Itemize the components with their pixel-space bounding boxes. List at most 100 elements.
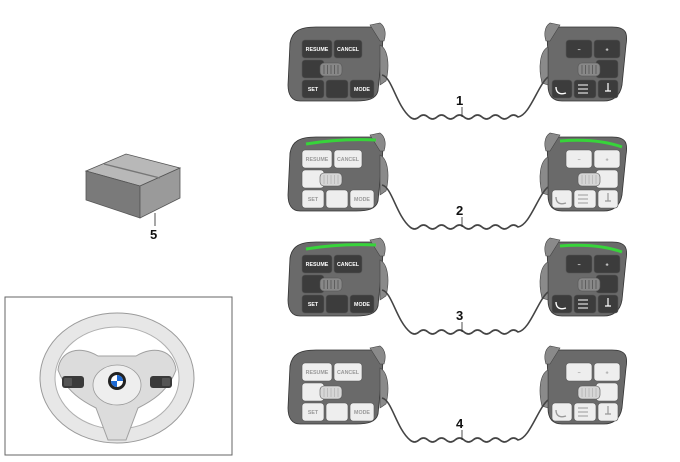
set-button-label: SET <box>308 87 319 93</box>
right-switch-side-clip <box>539 46 549 86</box>
phone-button <box>551 79 573 99</box>
callout-5: 5 <box>150 227 157 242</box>
cancel-button-label: CANCEL <box>337 47 360 53</box>
volume-plus-button-label: + <box>605 158 608 164</box>
volume-minus-button-label: − <box>577 158 580 164</box>
steering-wheel-right-switch <box>150 376 172 388</box>
resume-button-label: RESUME <box>306 262 329 268</box>
set-button <box>301 294 325 314</box>
left-switch-accent-strip <box>305 138 377 146</box>
right-switch-side-clip <box>539 156 549 196</box>
left-switch: RESUME CANCEL SET MODE <box>287 22 389 102</box>
resume-button-label: RESUME <box>306 370 329 376</box>
callout-1: 1 <box>456 93 463 108</box>
phone-icon <box>555 301 567 310</box>
right-switch-accent-strip <box>559 243 623 254</box>
list-icon <box>578 84 588 94</box>
left-switch-side-clip <box>379 259 389 301</box>
left-switch-side-clip <box>379 44 389 86</box>
volume-minus-button-label: − <box>577 263 580 269</box>
voice-icon <box>605 406 611 415</box>
left-switch-side-clip <box>379 154 389 196</box>
phone-icon <box>555 196 567 205</box>
wire-harness <box>381 184 549 230</box>
right-switch-mount-tab <box>544 345 561 365</box>
right-switch-accent-strip <box>559 138 623 149</box>
left-switch: RESUME CANCEL SET MODE <box>287 345 389 425</box>
volume-plus-button <box>593 254 621 274</box>
set-button <box>301 402 325 422</box>
volume-minus-button <box>565 254 593 274</box>
cancel-button <box>333 39 363 59</box>
set-button-label: SET <box>308 410 319 416</box>
mode-button-label: MODE <box>354 410 370 416</box>
set-button <box>301 79 325 99</box>
left-switch: RESUME CANCEL SET MODE <box>287 132 389 212</box>
resume-button <box>301 39 333 59</box>
callout-2: 2 <box>456 203 463 218</box>
left-switch-side-clip <box>379 367 389 409</box>
list-icon <box>578 299 588 309</box>
resume-button <box>301 149 333 169</box>
volume-plus-button-label: + <box>605 48 608 54</box>
phone-icon <box>555 86 567 95</box>
steering-wheel-left-switch <box>62 376 84 388</box>
switch-set-4: RESUME CANCEL SET MODE −+ 4 <box>287 345 628 443</box>
set-button <box>301 189 325 209</box>
cancel-button <box>333 149 363 169</box>
wire-harness <box>381 74 549 120</box>
distance-button <box>325 189 349 209</box>
right-switch-mount-tab <box>544 132 561 152</box>
right-switch-mount-tab <box>544 22 561 42</box>
right-switch: −+ <box>539 345 628 425</box>
phone-button <box>551 402 573 422</box>
right-switch-side-clip <box>539 369 549 409</box>
phone-icon <box>555 409 567 418</box>
cancel-button <box>333 254 363 274</box>
phone-button <box>551 294 573 314</box>
steering-wheel <box>39 312 195 444</box>
mode-button-label: MODE <box>354 197 370 203</box>
cancel-button-label: CANCEL <box>337 370 360 376</box>
volume-plus-button <box>593 149 621 169</box>
left-switch-mount-tab <box>369 237 386 257</box>
volume-plus-button-label: + <box>605 263 608 269</box>
left-switch-mount-tab <box>369 22 386 42</box>
mode-button <box>349 294 375 314</box>
mode-button <box>349 189 375 209</box>
resume-button-label: RESUME <box>306 47 329 53</box>
volume-plus-button <box>593 362 621 382</box>
volume-minus-button <box>565 362 593 382</box>
callout-4: 4 <box>456 416 464 431</box>
left-switch-accent-strip <box>305 243 377 251</box>
list-icon <box>578 194 588 204</box>
wire-harness <box>381 397 549 443</box>
phone-button <box>551 189 573 209</box>
mode-button-label: MODE <box>354 87 370 93</box>
resume-button-label: RESUME <box>306 157 329 163</box>
mode-button <box>349 402 375 422</box>
wire-harness <box>381 289 549 335</box>
callout-3: 3 <box>456 308 463 323</box>
volume-minus-button-label: − <box>577 48 580 54</box>
resume-button <box>301 254 333 274</box>
voice-icon <box>605 298 611 307</box>
set-button-label: SET <box>308 197 319 203</box>
distance-button <box>325 79 349 99</box>
right-switch: −+ <box>539 132 628 212</box>
right-switch-mount-tab <box>544 237 561 257</box>
voice-icon <box>605 83 611 92</box>
cancel-button-label: CANCEL <box>337 157 360 163</box>
mode-button <box>349 79 375 99</box>
set-button-label: SET <box>308 302 319 308</box>
right-switch: −+ <box>539 22 628 102</box>
steering-wheel-inset <box>4 296 233 456</box>
cancel-button-label: CANCEL <box>337 262 360 268</box>
cancel-button <box>333 362 363 382</box>
right-switch: −+ <box>539 237 628 317</box>
